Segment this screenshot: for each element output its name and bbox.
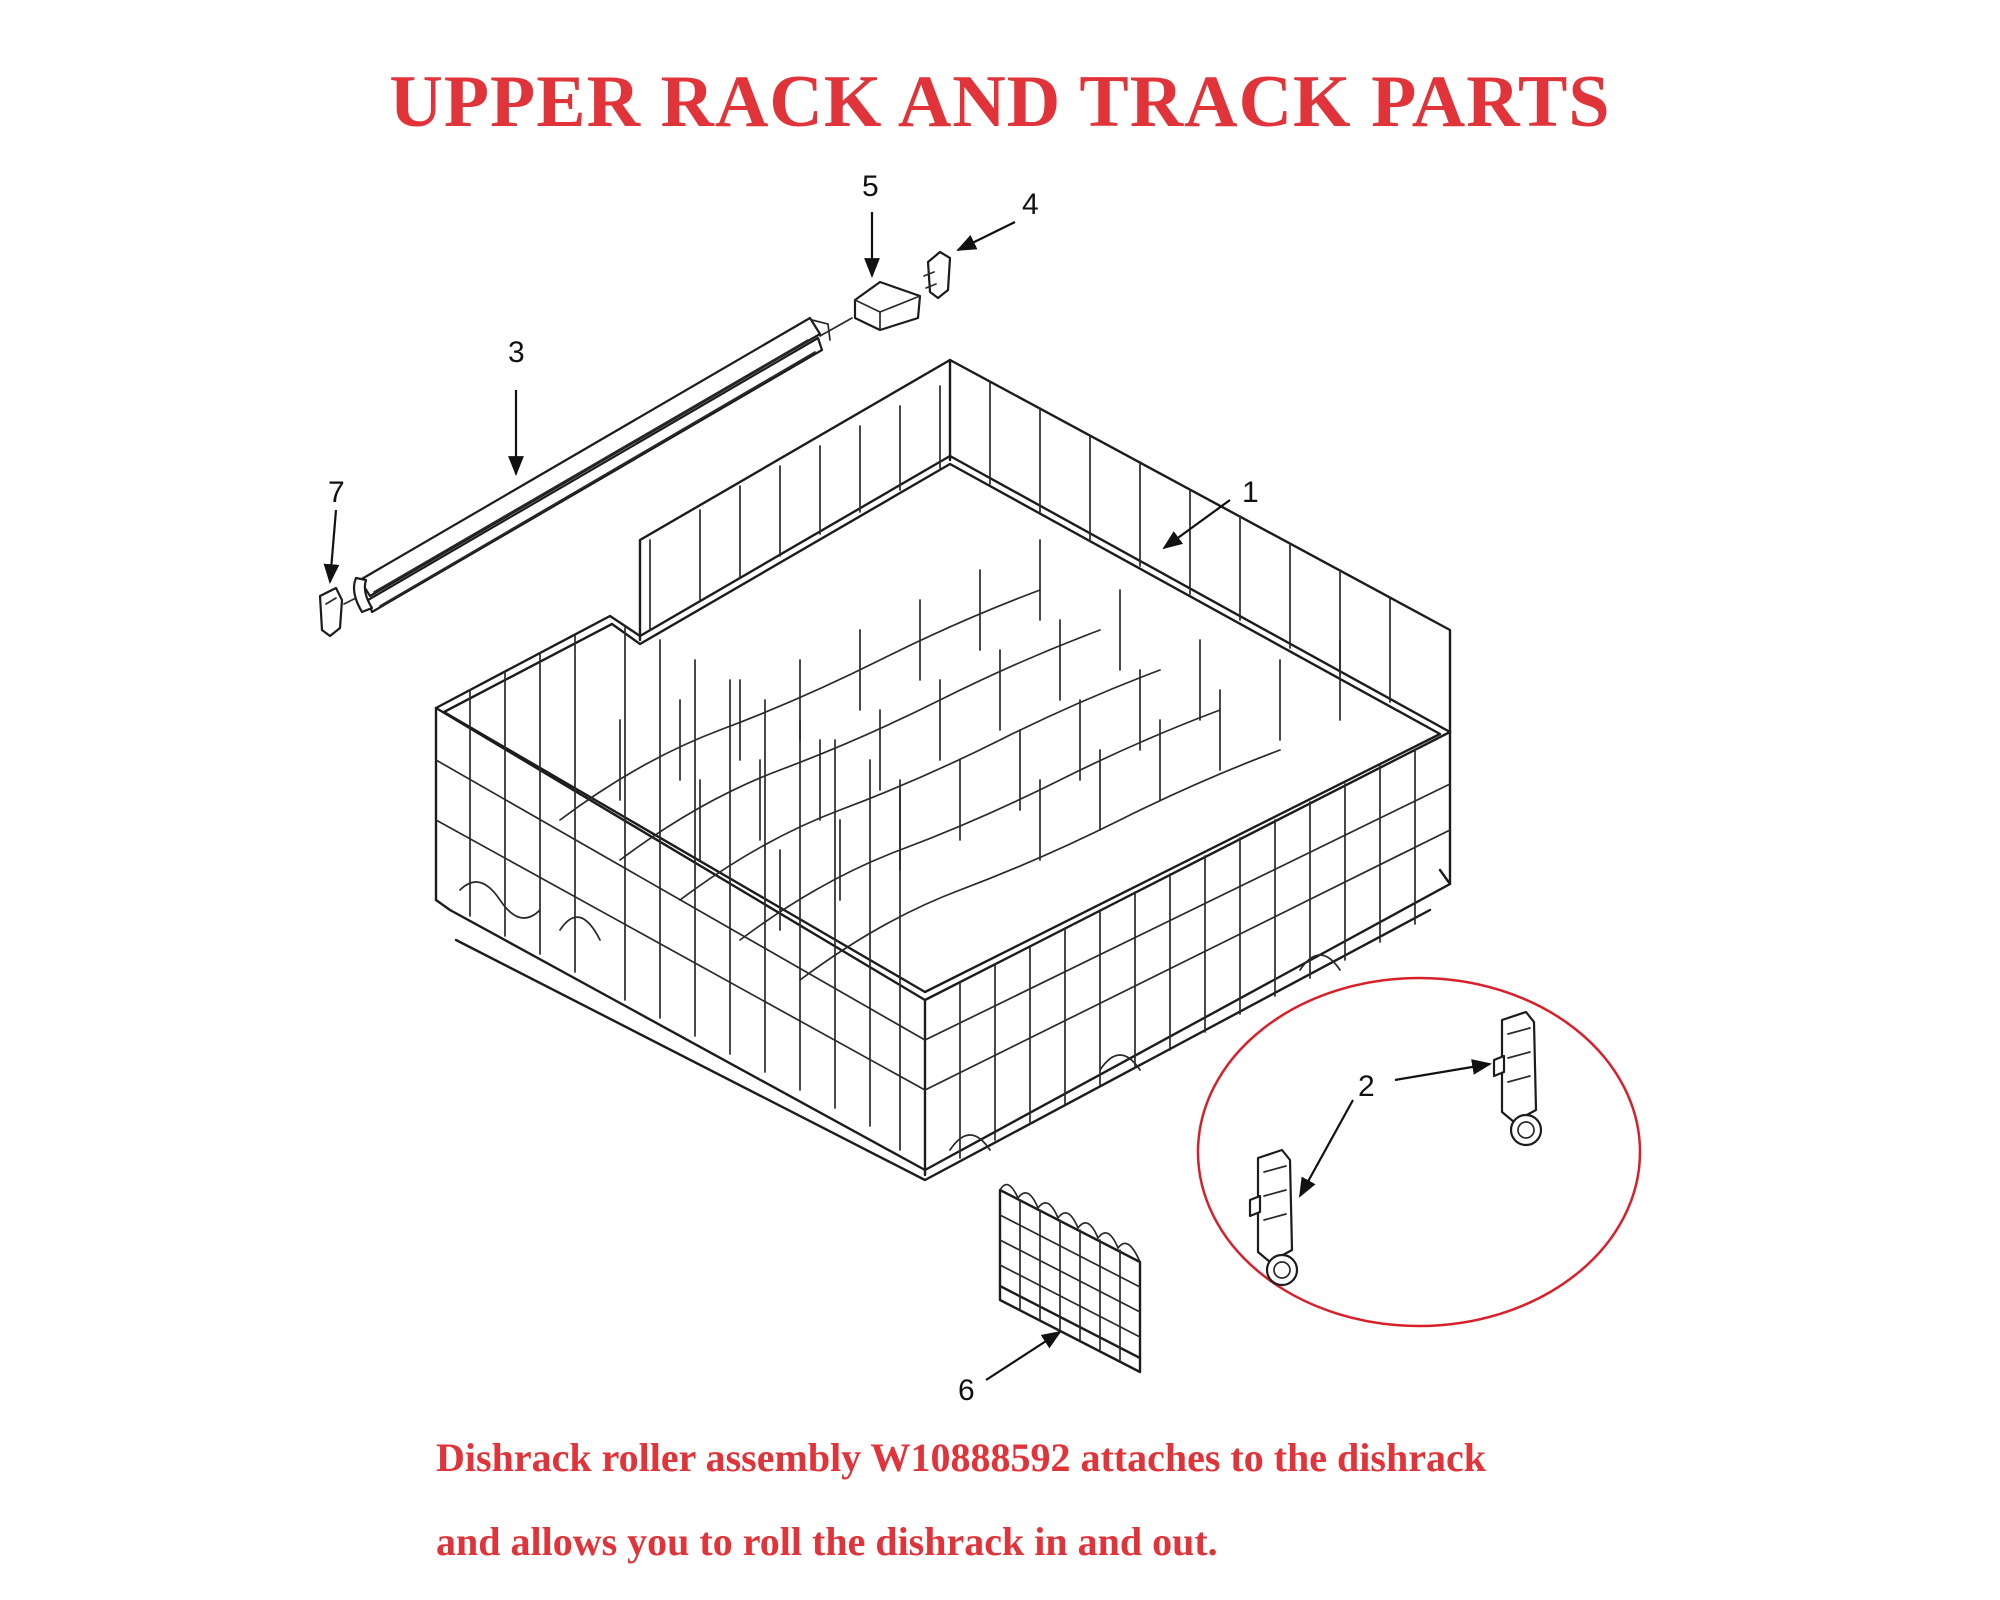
callout-7: 7 (328, 476, 345, 509)
caption-line-1: Dishrack roller assembly W10888592 attac… (436, 1435, 1486, 1480)
leader-arrows (323, 212, 1492, 1381)
track-rail (352, 316, 831, 614)
highlight-circle (1196, 976, 1642, 1328)
diagram-title: UPPER RACK AND TRACK PARTS (389, 61, 1611, 143)
callout-4: 4 (1022, 188, 1039, 221)
callout-5: 5 (862, 170, 879, 203)
caption-line-2: and allows you to roll the dishrack in a… (436, 1519, 1218, 1564)
roller-assembly-right (1492, 1010, 1543, 1147)
callout-2: 2 (1358, 1070, 1375, 1103)
roller-assembly-left (1248, 1148, 1299, 1287)
track-clip (923, 250, 952, 300)
callout-1: 1 (1242, 476, 1259, 509)
callout-6: 6 (958, 1374, 975, 1407)
callout-3: 3 (508, 336, 525, 369)
track-stop (819, 280, 922, 337)
basket-insert (998, 1183, 1142, 1374)
track-end-cap (318, 586, 357, 638)
upper-dish-rack (434, 358, 1452, 1182)
